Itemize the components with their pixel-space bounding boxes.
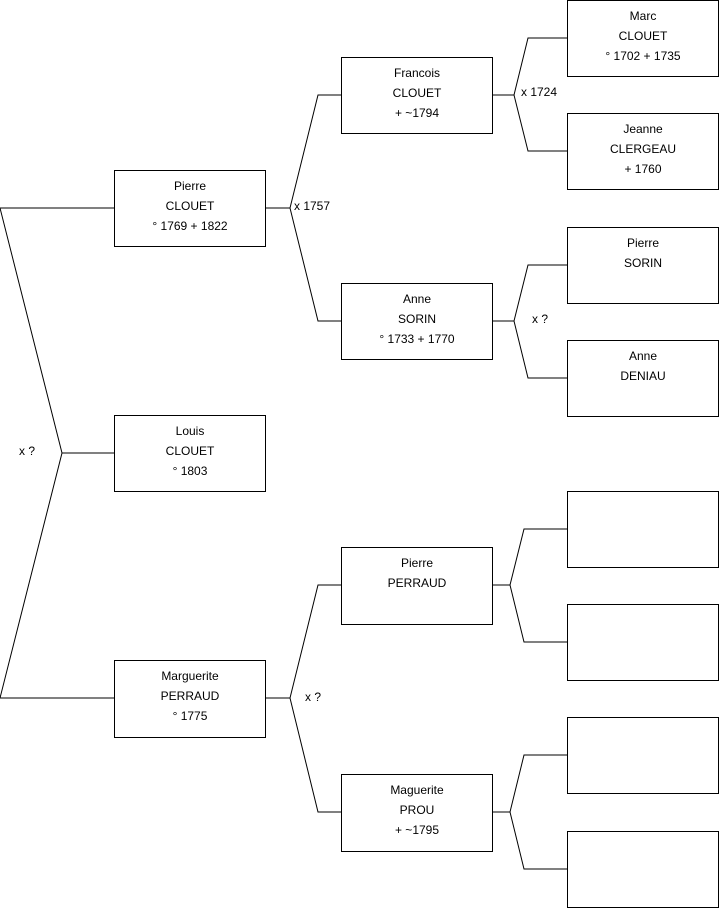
life-dates: ° 1775 xyxy=(172,709,208,723)
surname: CLOUET xyxy=(165,199,215,213)
person-box-maguerite-prou[interactable]: Maguerite PROU + ~1795 xyxy=(341,774,493,852)
surname: SORIN xyxy=(623,256,662,270)
life-dates: + ~1795 xyxy=(394,823,440,837)
surname: SORIN xyxy=(397,312,436,326)
surname: PROU xyxy=(399,803,435,817)
person-box-jeanne-clergeau[interactable]: Jeanne CLERGEAU + 1760 xyxy=(567,113,719,190)
given-name: Marc xyxy=(629,9,657,23)
life-dates: + ~1794 xyxy=(394,106,440,120)
life-dates: ° 1769 + 1822 xyxy=(152,219,228,233)
surname: CLERGEAU xyxy=(609,142,677,156)
person-box-francois-clouet[interactable]: Francois CLOUET + ~1794 xyxy=(341,57,493,134)
given-name: Pierre xyxy=(400,556,433,570)
person-box-pierre-perraud[interactable]: Pierre PERRAUD xyxy=(341,547,493,625)
life-dates: ° 1733 + 1770 xyxy=(379,332,455,346)
marriage-label: x 1757 xyxy=(294,199,331,213)
person-box-pierre-clouet[interactable]: Pierre CLOUET ° 1769 + 1822 xyxy=(114,170,266,247)
surname: PERRAUD xyxy=(387,576,447,590)
given-name: Jeanne xyxy=(623,122,663,136)
given-name: Marguerite xyxy=(161,669,219,683)
surname: CLOUET xyxy=(392,86,442,100)
marriage-label: x ? xyxy=(532,312,549,326)
given-name: Francois xyxy=(393,66,440,80)
marriage-label: x ? xyxy=(305,690,322,704)
person-box-empty[interactable] xyxy=(567,831,719,908)
given-name: Anne xyxy=(402,292,432,306)
given-name: Anne xyxy=(628,349,658,363)
person-box-marc-clouet[interactable]: Marc CLOUET ° 1702 + 1735 xyxy=(567,0,719,77)
life-dates: ° 1803 xyxy=(172,464,208,478)
life-dates: ° 1702 + 1735 xyxy=(605,49,681,63)
person-box-anne-deniau[interactable]: Anne DENIAU xyxy=(567,340,719,417)
marriage-label: x 1724 xyxy=(521,85,558,99)
person-box-anne-sorin[interactable]: Anne SORIN ° 1733 + 1770 xyxy=(341,283,493,360)
life-dates: + 1760 xyxy=(624,162,662,176)
given-name: Louis xyxy=(175,424,205,438)
given-name: Maguerite xyxy=(390,783,444,797)
marriage-label: x ? xyxy=(19,444,36,458)
surname: CLOUET xyxy=(165,444,215,458)
person-box-empty[interactable] xyxy=(567,604,719,681)
surname: PERRAUD xyxy=(160,689,220,703)
person-box-empty[interactable] xyxy=(567,717,719,794)
person-box-louis-clouet[interactable]: Louis CLOUET ° 1803 xyxy=(114,415,266,492)
person-box-marguerite-perraud[interactable]: Marguerite PERRAUD ° 1775 xyxy=(114,660,266,738)
surname: CLOUET xyxy=(618,29,668,43)
given-name: Pierre xyxy=(626,236,659,250)
given-name: Pierre xyxy=(173,179,206,193)
surname: DENIAU xyxy=(620,369,666,383)
person-box-pierre-sorin[interactable]: Pierre SORIN xyxy=(567,227,719,304)
person-box-empty[interactable] xyxy=(567,491,719,568)
